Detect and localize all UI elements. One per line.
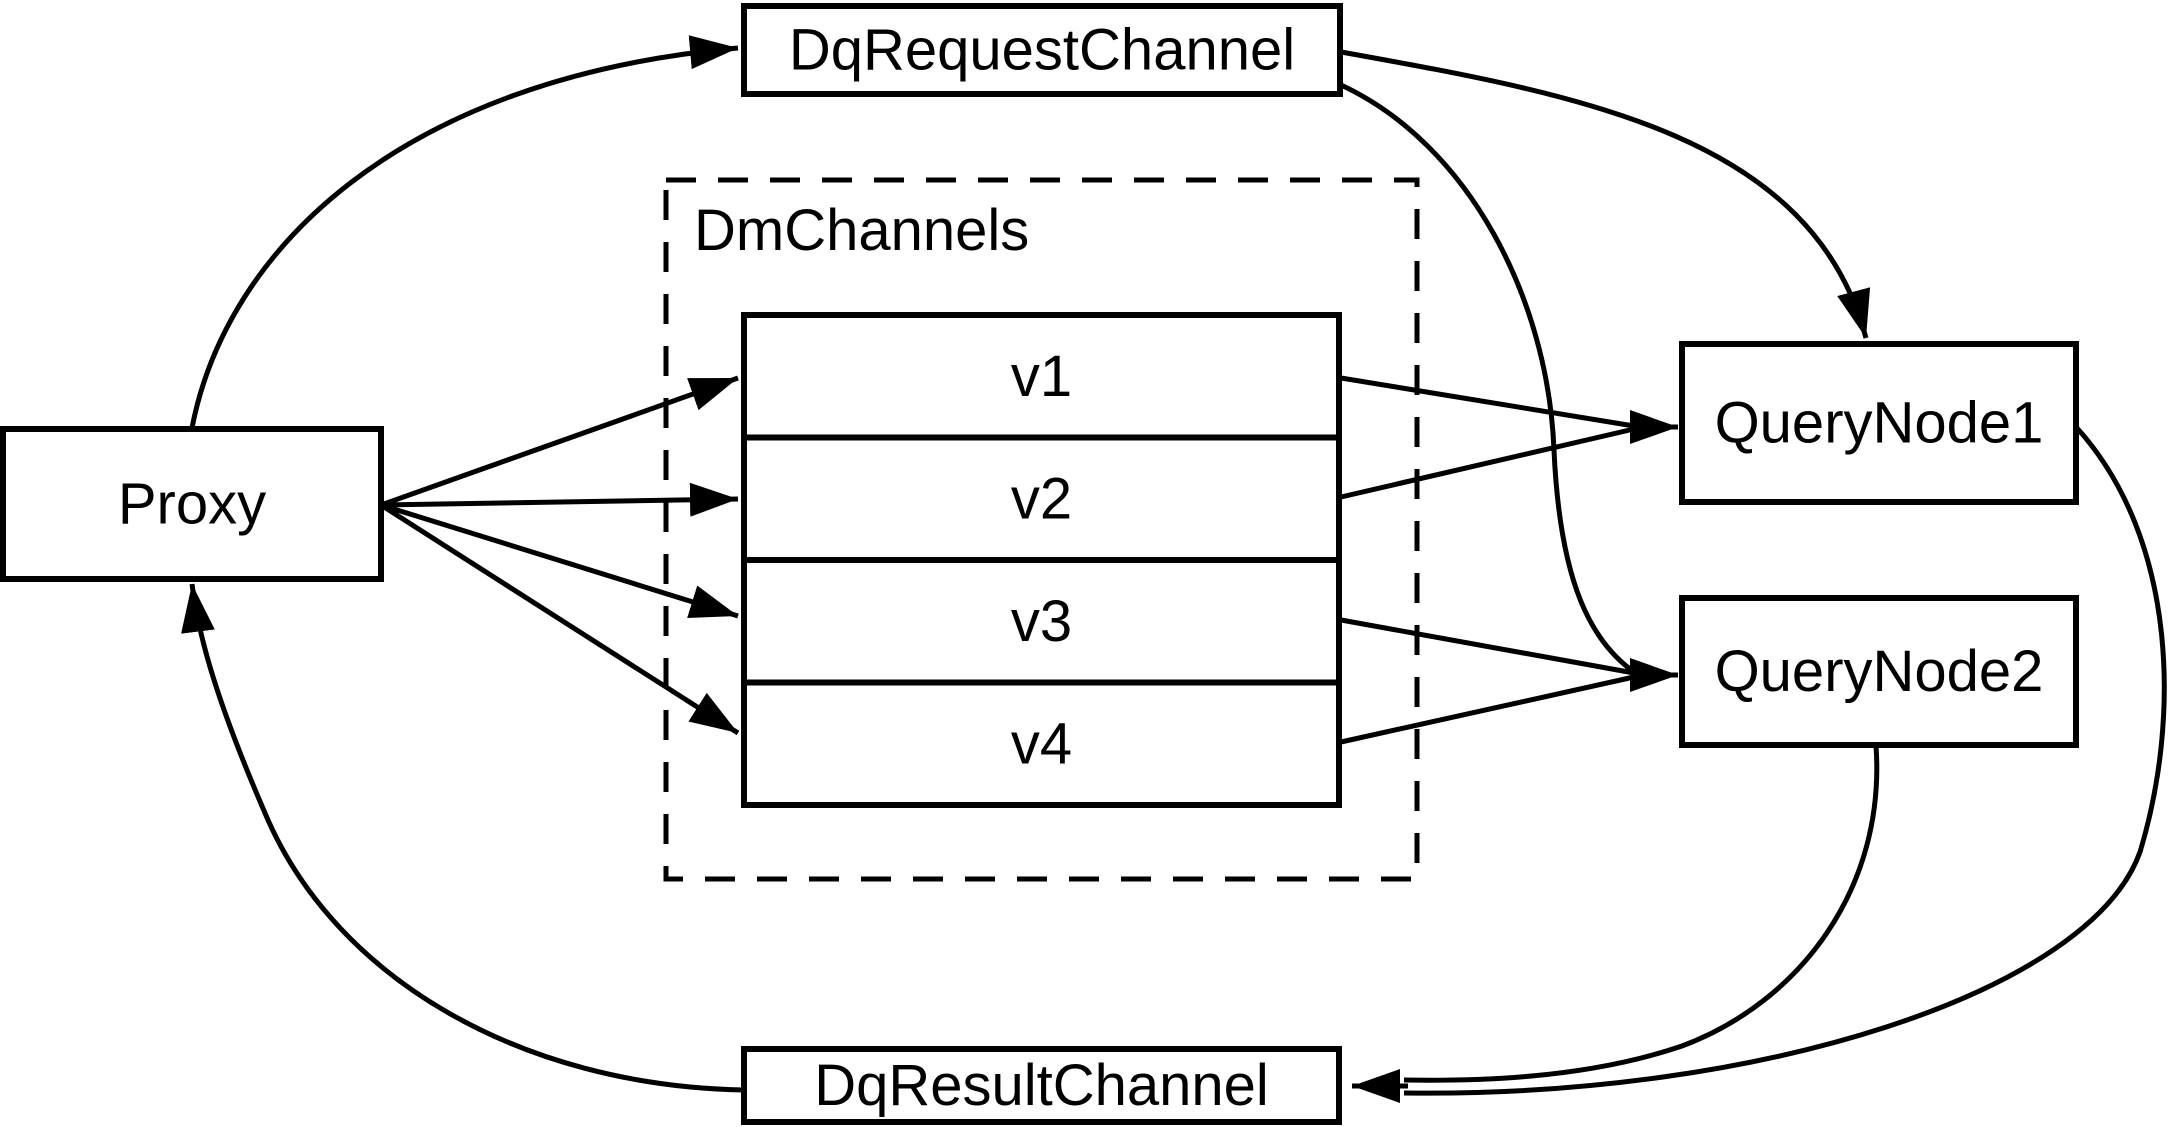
edge-dq-request-to-query-node-1 xyxy=(1340,49,1871,339)
node-proxy: Proxy xyxy=(0,426,384,582)
node-label-dq-request-channel: DqRequestChannel xyxy=(789,18,1295,83)
node-dm-channels: DmChannels xyxy=(663,177,1420,882)
edge-proxy-to-v3 xyxy=(380,502,739,619)
edge-v3-to-query-node-2 xyxy=(1340,617,1635,676)
edge-query-node-2-to-dq-result xyxy=(1403,745,1880,1083)
node-box-query-node-2 xyxy=(1679,595,2079,748)
edge-proxy-to-v2 xyxy=(380,482,739,517)
node-box-query-node-1 xyxy=(1679,341,2079,505)
node-query-node-1: QueryNode1 xyxy=(1679,341,2079,505)
table-row-label-v1: v1 xyxy=(1011,344,1072,409)
node-label-query-node-1: QueryNode1 xyxy=(1715,391,2044,456)
group-border-dm-channels xyxy=(663,177,1420,882)
edge-proxy-to-dq-request xyxy=(189,35,739,429)
edge-v4-to-query-node-2 xyxy=(1340,674,1635,745)
node-query-node-2: QueryNode2 xyxy=(1679,595,2079,748)
table-row-label-v2: v2 xyxy=(1011,466,1072,531)
edge-v2-to-query-node-1 xyxy=(1340,426,1635,500)
node-dq-result-channel: DqResultChannel xyxy=(741,1046,1342,1125)
node-box-dq-request-channel xyxy=(741,3,1343,97)
node-box-proxy xyxy=(0,426,384,582)
table-row-label-v4: v4 xyxy=(1011,711,1072,776)
node-box-dq-result-channel xyxy=(741,1046,1342,1125)
edge-dq-request-to-query-node-2 xyxy=(1339,82,1636,675)
edge-proxy-to-v1 xyxy=(380,375,739,508)
node-label-dq-result-channel: DqResultChannel xyxy=(814,1053,1269,1118)
edge-proxy-to-v4 xyxy=(379,502,740,736)
edge-v1-to-query-node-1 xyxy=(1340,375,1635,429)
group-label-dm-channels: DmChannels xyxy=(694,198,1029,263)
node-label-proxy: Proxy xyxy=(118,472,266,537)
edge-dq-result-to-proxy xyxy=(181,583,745,1093)
edge-query-node-1-to-dq-result xyxy=(1403,426,2167,1096)
node-label-query-node-2: QueryNode2 xyxy=(1715,639,2044,704)
table-row-label-v3: v3 xyxy=(1011,589,1072,654)
node-dq-request-channel: DqRequestChannel xyxy=(741,3,1343,97)
node-dm-table: v1 v2 v3 v4 xyxy=(741,312,1342,808)
